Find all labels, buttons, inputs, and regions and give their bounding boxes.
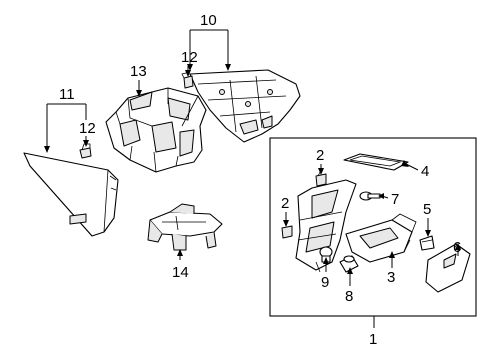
- leader-lines: [44, 29, 461, 328]
- part-2-clip-upper: [315, 171, 327, 187]
- callout-14: 14: [172, 264, 189, 281]
- part-7-push-pin: [359, 191, 381, 201]
- part-8-cylinder: [339, 255, 359, 273]
- callout-7: 7: [391, 191, 399, 208]
- part-2-clip-lower: [281, 225, 293, 239]
- callout-12-left: 12: [79, 120, 96, 137]
- part-4-tray-mat: [343, 153, 409, 171]
- part-1-console-bezel: [295, 179, 357, 273]
- callout-12-top: 12: [181, 49, 198, 66]
- callout-13: 13: [130, 63, 147, 80]
- callout-9: 9: [321, 274, 329, 291]
- part-12-clip-top: [181, 71, 194, 89]
- callout-6: 6: [453, 239, 461, 256]
- part-12-clip-left: [79, 143, 92, 159]
- part-11-side-panel: [23, 152, 119, 237]
- part-3-storage-bin: [345, 213, 417, 263]
- part-13-bracket: [105, 87, 207, 173]
- callout-2-upper: 2: [316, 147, 324, 164]
- callout-10: 10: [200, 12, 217, 29]
- part-9-socket: [319, 246, 333, 263]
- callout-4: 4: [421, 163, 429, 180]
- callout-3: 3: [387, 269, 395, 286]
- part-6-access-door: [425, 243, 471, 293]
- callout-5: 5: [423, 201, 431, 218]
- callout-2-lower: 2: [281, 195, 289, 212]
- callout-1: 1: [369, 331, 377, 348]
- callout-8: 8: [345, 288, 353, 305]
- part-5-cap: [419, 235, 435, 251]
- part-10-upper-panel: [189, 69, 301, 143]
- callout-11: 11: [59, 86, 75, 103]
- callout-labels: 10 12 13 11 12 14 2 2 4 7 5 6 3 9 8 1: [59, 12, 461, 348]
- part-14-floor-bracket: [147, 203, 223, 251]
- assembly-1-frame: [269, 137, 477, 317]
